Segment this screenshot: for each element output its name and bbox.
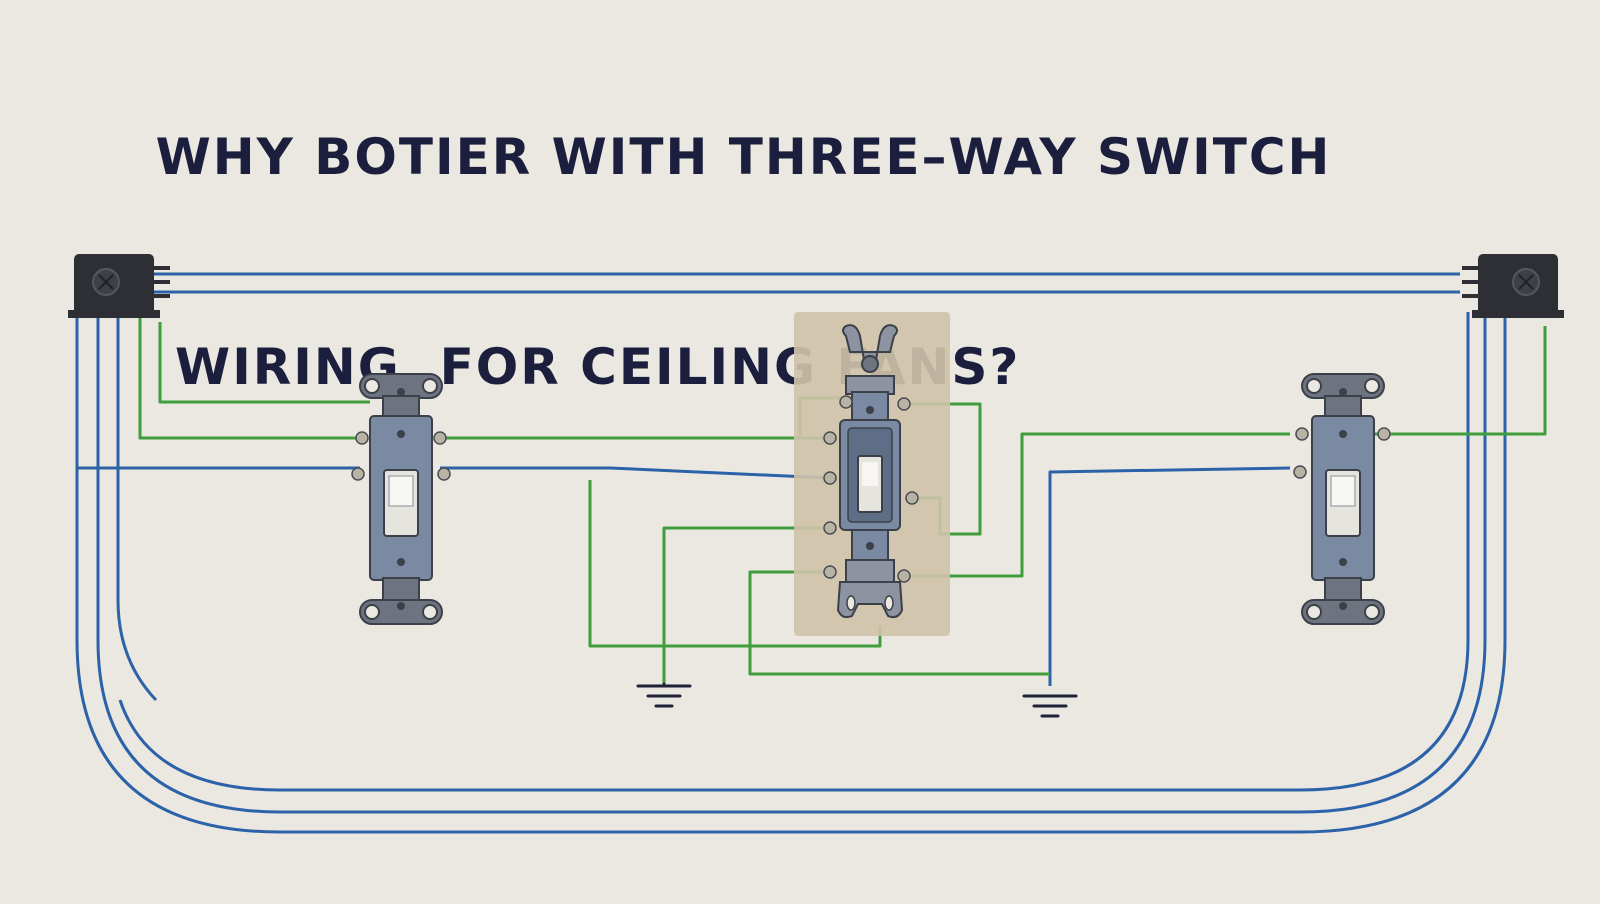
blue-wire-right-loop-inner bbox=[118, 312, 1470, 792]
title-line-1: WHY BOTIER WITH THREE–WAY SWITCH bbox=[155, 128, 1332, 186]
ground-symbol-icon bbox=[636, 682, 692, 708]
green-wire-traveler-c bbox=[748, 570, 1050, 676]
junction-box-icon bbox=[92, 268, 120, 296]
green-wire-traveler-b bbox=[662, 526, 830, 684]
blue-wire-inner-tail bbox=[116, 312, 158, 702]
green-wire-left-box-to-switch-top bbox=[138, 312, 360, 440]
blue-wire-outer-loop bbox=[75, 312, 1507, 834]
single-pole-switch-left bbox=[351, 373, 451, 625]
ground-symbol-icon bbox=[1022, 694, 1078, 718]
blue-wires bbox=[75, 272, 1507, 834]
single-pole-switch-icon bbox=[359, 373, 443, 625]
green-wire-left-box-upper bbox=[158, 322, 370, 404]
blue-wire-switch-to-center bbox=[440, 466, 831, 480]
junction-box-icon bbox=[1512, 268, 1540, 296]
single-pole-switch-icon bbox=[1301, 373, 1385, 625]
junction-box-left bbox=[68, 254, 170, 318]
three-way-switch-center bbox=[794, 312, 950, 636]
three-way-switch-icon bbox=[836, 324, 904, 619]
terminal-screw-icon bbox=[823, 395, 919, 583]
junction-box-right bbox=[1462, 254, 1564, 318]
green-wire-right-switch-to-box bbox=[1370, 326, 1547, 436]
single-pole-switch-right bbox=[1293, 373, 1391, 625]
terminal-screw-icon bbox=[1293, 427, 1391, 479]
blue-wire-right-switch-to-ground bbox=[1048, 466, 1291, 686]
blue-wire-middle-loop bbox=[96, 312, 1487, 814]
terminal-screw-icon bbox=[351, 431, 451, 481]
green-wire-center-to-right bbox=[900, 432, 1290, 578]
